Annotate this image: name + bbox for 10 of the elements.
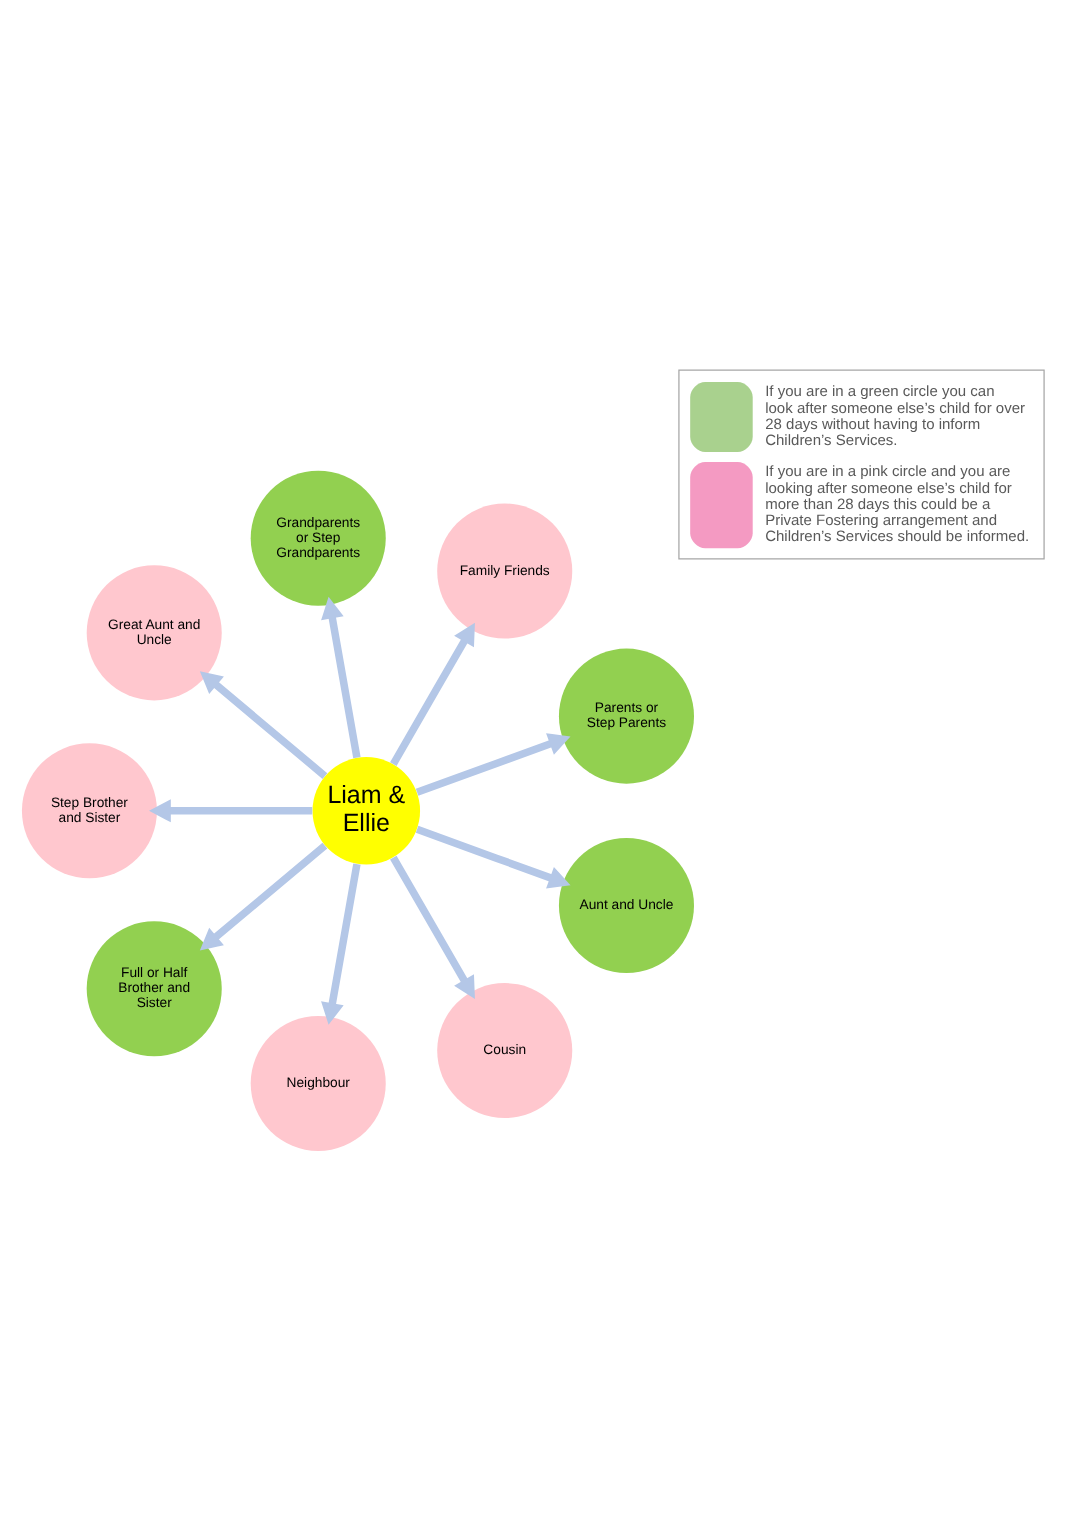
arrow — [149, 799, 313, 823]
arrow — [199, 842, 328, 951]
arrow — [390, 855, 475, 999]
arrow — [321, 596, 361, 759]
arrow — [390, 622, 475, 766]
arrow — [199, 671, 328, 779]
arrow — [415, 733, 571, 796]
node-circle: Liam & Ellie — [312, 757, 421, 865]
arrow — [321, 863, 361, 1025]
arrow — [415, 825, 571, 889]
